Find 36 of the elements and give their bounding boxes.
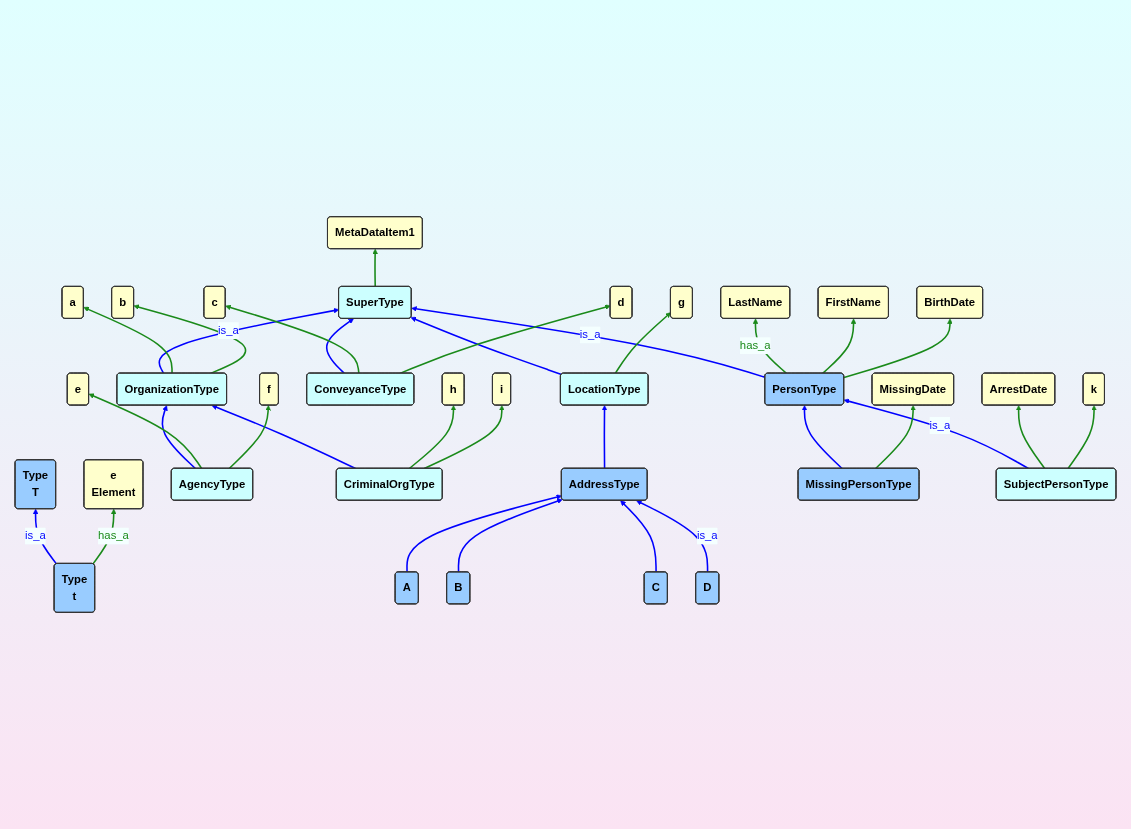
arrow	[636, 500, 709, 573]
edge-label: is_a	[929, 418, 951, 432]
edge-label: is_a	[696, 529, 718, 543]
arrow	[133, 304, 247, 375]
edge-label: is_a	[579, 328, 601, 341]
arrow	[83, 306, 173, 375]
edge-label: is_a	[24, 529, 46, 543]
arrow	[161, 405, 197, 470]
arrow	[423, 405, 505, 470]
edge-label: has_a	[98, 529, 129, 543]
arrow	[211, 404, 357, 470]
arrow	[406, 494, 562, 573]
arrow	[411, 306, 766, 379]
arrow	[372, 248, 378, 288]
arrow	[874, 405, 916, 470]
arrow	[620, 500, 657, 573]
arrow	[821, 318, 857, 375]
edge-label: has_a	[739, 339, 771, 352]
arrow	[408, 405, 457, 470]
arrow	[228, 405, 271, 470]
arrow	[801, 405, 843, 470]
arrow	[225, 304, 360, 375]
arrow	[601, 405, 608, 470]
arrow	[88, 393, 203, 470]
arrow	[614, 312, 671, 375]
arrow	[1015, 405, 1046, 470]
arrow	[1067, 405, 1097, 470]
arrow	[325, 318, 354, 375]
arrow	[410, 316, 563, 376]
arrow	[843, 318, 953, 379]
arrow	[399, 304, 611, 375]
arrow	[32, 508, 58, 565]
edge-label: is_a	[218, 324, 239, 337]
arrow	[457, 498, 563, 573]
arrow	[158, 307, 340, 375]
arrow	[843, 398, 1030, 470]
